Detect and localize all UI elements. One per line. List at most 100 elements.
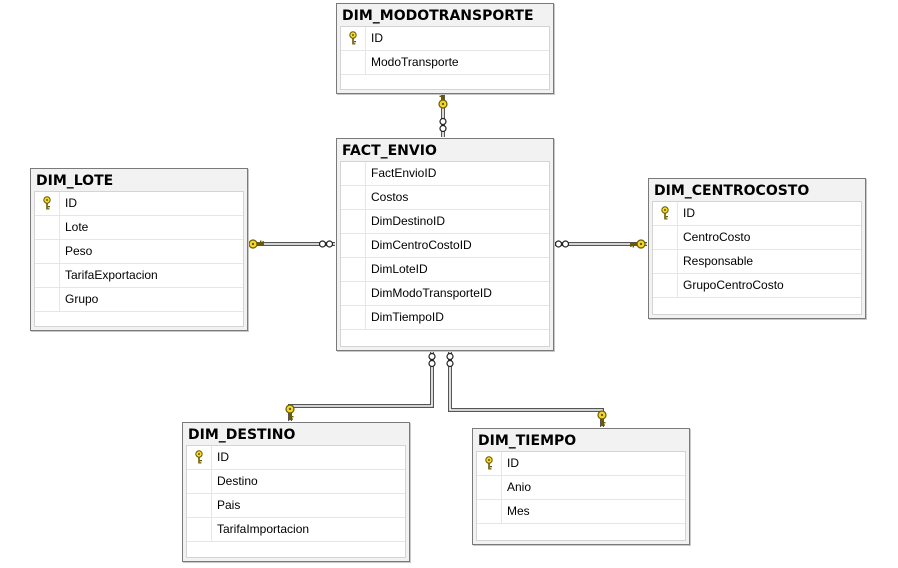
column-row[interactable]: Peso xyxy=(35,240,243,264)
primary-key-icon xyxy=(349,31,357,45)
row-selector[interactable] xyxy=(341,234,366,257)
row-selector[interactable] xyxy=(35,216,60,239)
row-selector[interactable] xyxy=(187,470,212,493)
table-title: DIM_LOTE xyxy=(36,173,114,189)
column-row[interactable]: DimCentroCostoID xyxy=(341,234,549,258)
column-row[interactable]: TarifaExportacion xyxy=(35,264,243,288)
relationship-line-inner xyxy=(289,350,433,421)
row-selector[interactable] xyxy=(477,452,502,475)
row-selector[interactable] xyxy=(187,518,212,541)
column-name: TarifaImportacion xyxy=(217,522,310,536)
column-name: DimCentroCostoID xyxy=(371,238,472,252)
row-selector[interactable] xyxy=(341,51,366,74)
column-row[interactable]: DimDestinoID xyxy=(341,210,549,234)
column-row[interactable]: ID xyxy=(477,452,685,476)
column-name: Pais xyxy=(217,498,241,512)
column-row[interactable]: Grupo xyxy=(35,288,243,312)
row-selector[interactable] xyxy=(653,250,678,273)
one-end-key-icon xyxy=(248,239,264,249)
row-selector[interactable] xyxy=(35,264,60,287)
column-name: Mes xyxy=(507,504,530,518)
infinity-loop xyxy=(428,352,436,361)
column-name: Responsable xyxy=(683,254,754,268)
infinity-loop xyxy=(428,359,436,368)
column-row[interactable]: ID xyxy=(653,202,861,226)
column-row[interactable]: Destino xyxy=(187,470,405,494)
row-selector[interactable] xyxy=(187,494,212,517)
infinity-loop xyxy=(446,359,454,368)
many-end-infinity-icon xyxy=(428,352,436,368)
column-row[interactable]: Responsable xyxy=(653,250,861,274)
column-row[interactable]: DimTiempoID xyxy=(341,306,549,330)
one-end-key-icon xyxy=(438,93,448,109)
column-name: ModoTransporte xyxy=(371,55,459,69)
row-selector[interactable] xyxy=(341,27,366,50)
row-selector[interactable] xyxy=(35,240,60,263)
row-selector[interactable] xyxy=(477,500,502,523)
column-row[interactable]: Pais xyxy=(187,494,405,518)
row-selector[interactable] xyxy=(341,258,366,281)
infinity-loop xyxy=(325,240,334,248)
column-name: Costos xyxy=(371,190,409,204)
primary-key-icon xyxy=(661,206,669,220)
relationship-line xyxy=(448,350,604,427)
row-selector[interactable] xyxy=(341,306,366,329)
row-selector[interactable] xyxy=(341,186,366,209)
column-row[interactable]: Lote xyxy=(35,216,243,240)
row-selector[interactable] xyxy=(653,274,678,297)
column-name: Destino xyxy=(217,474,258,488)
row-selector[interactable] xyxy=(341,282,366,305)
column-row[interactable]: ID xyxy=(187,446,405,470)
table-title: DIM_DESTINO xyxy=(188,427,296,443)
row-selector[interactable] xyxy=(35,288,60,311)
one-end-key-icon xyxy=(597,410,607,426)
primary-key-icon xyxy=(43,196,51,210)
column-row[interactable]: CentroCosto xyxy=(653,226,861,250)
column-row[interactable]: DimLoteID xyxy=(341,258,549,282)
row-selector[interactable] xyxy=(653,202,678,225)
column-name: DimDestinoID xyxy=(371,214,446,228)
column-name: DimLoteID xyxy=(371,262,428,276)
infinity-loop xyxy=(439,124,447,133)
column-name: ID xyxy=(65,196,77,210)
column-row[interactable]: ModoTransporte xyxy=(341,51,549,75)
column-name: Lote xyxy=(65,220,89,234)
column-row[interactable]: Anio xyxy=(477,476,685,500)
column-row[interactable]: GrupoCentroCosto xyxy=(653,274,861,298)
column-name: GrupoCentroCosto xyxy=(683,278,784,292)
column-row[interactable]: Mes xyxy=(477,500,685,524)
column-name: DimTiempoID xyxy=(371,310,444,324)
many-end-infinity-icon xyxy=(318,240,334,248)
column-name: Grupo xyxy=(65,292,99,306)
column-row[interactable]: Costos xyxy=(341,186,549,210)
infinity-loop xyxy=(561,240,570,248)
column-row[interactable]: FactEnvioID xyxy=(341,162,549,186)
column-row[interactable]: ID xyxy=(35,192,243,216)
many-end-infinity-icon xyxy=(554,240,570,248)
column-row[interactable]: TarifaImportacion xyxy=(187,518,405,542)
row-selector[interactable] xyxy=(341,210,366,233)
column-name: TarifaExportacion xyxy=(65,268,158,282)
row-selector[interactable] xyxy=(653,226,678,249)
row-selector[interactable] xyxy=(35,192,60,215)
table-title: DIM_CENTROCOSTO xyxy=(654,183,810,199)
row-selector[interactable] xyxy=(477,476,502,499)
table-title: DIM_TIEMPO xyxy=(478,433,577,449)
row-selector[interactable] xyxy=(187,446,212,469)
row-selector[interactable] xyxy=(341,162,366,185)
one-end-key-icon xyxy=(285,404,295,420)
column-row[interactable]: DimModoTransporteID xyxy=(341,282,549,306)
column-name: Anio xyxy=(507,480,532,494)
column-row[interactable]: ID xyxy=(341,27,549,51)
